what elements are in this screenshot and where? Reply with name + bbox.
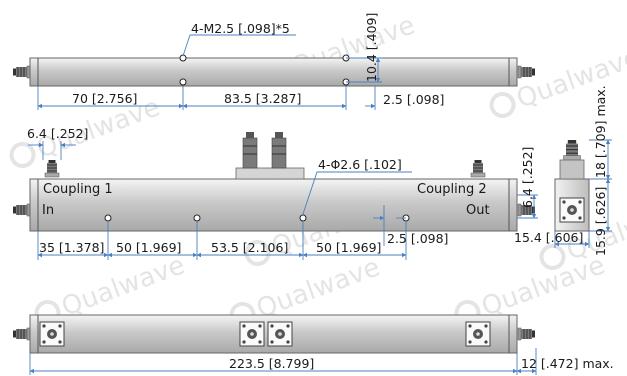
top-view-body xyxy=(29,57,518,87)
dim-15-9: 15.9 [.626] xyxy=(593,187,608,256)
label-out: Out xyxy=(466,203,490,218)
label-in: In xyxy=(42,203,54,218)
front-view-body xyxy=(29,178,518,232)
dim-12: 12 [.472] max. xyxy=(521,356,614,371)
top-hole-callout: 4-M2.5 [.098]*5 xyxy=(191,21,290,36)
through-hole xyxy=(299,214,307,222)
load-connectors xyxy=(235,132,305,180)
front-hole-callout: 4-Φ2.6 [.102] xyxy=(318,157,402,172)
bottom-flange-coupling1 xyxy=(39,321,65,347)
dim-223-5: 223.5 [8.799] xyxy=(229,356,314,371)
watermark-text: Qualwave xyxy=(513,42,627,114)
dim-35: 35 [1.378] xyxy=(39,240,104,255)
bottom-view: 223.5 [8.799] 12 [.472] max. xyxy=(12,314,614,375)
sma-connector-in xyxy=(12,203,31,217)
bottom-flange-coupling2 xyxy=(465,321,491,347)
dim-53-5: 53.5 [2.106] xyxy=(211,240,288,255)
label-coupling-2: Coupling 2 xyxy=(417,182,487,197)
dim-70: 70 [2.756] xyxy=(72,91,137,106)
sma-connector-left xyxy=(12,65,31,79)
dim-2-5-front: 2.5 [.098] xyxy=(387,231,448,246)
front-view: Coupling 1 Coupling 2 In Out 4-Φ2.6 [.10… xyxy=(12,126,538,260)
bottom-flange-load-a xyxy=(239,321,265,347)
through-hole xyxy=(193,214,201,222)
sma-connector-bottom-left xyxy=(12,327,31,341)
side-view: 18 [.709] max. 15.9 [.626] 15.4 [.606] xyxy=(514,85,612,256)
sma-connector-coupling2 xyxy=(470,159,486,178)
top-view: 4-M2.5 [.098]*5 70 [2.756] 83.5 [3.287] … xyxy=(12,13,536,110)
through-hole xyxy=(104,214,112,222)
mounting-hole xyxy=(179,78,187,86)
dim-18: 18 [.709] max. xyxy=(593,85,608,178)
sma-connector-side xyxy=(562,139,582,161)
dim-10-4: 10.4 [.409] xyxy=(364,13,379,82)
dim-50-b: 50 [1.969] xyxy=(316,240,381,255)
dim-2-5-top: 2.5 [.098] xyxy=(383,92,444,107)
dim-15-4: 15.4 [.606] xyxy=(514,230,583,245)
dim-6-4-top: 6.4 [.252] xyxy=(27,126,88,141)
dim-6-4-vert: 6.4 [.252] xyxy=(520,147,535,208)
dim-83-5: 83.5 [3.287] xyxy=(224,91,301,106)
watermark-text: Qualwave xyxy=(58,250,189,322)
bottom-flange-load-b xyxy=(267,321,293,347)
label-coupling-1: Coupling 1 xyxy=(43,182,113,197)
side-flange xyxy=(559,197,585,223)
dim-50-a: 50 [1.969] xyxy=(116,240,181,255)
watermark-text: Qualwave xyxy=(253,252,384,324)
sma-connector-right xyxy=(517,65,536,79)
sma-connector-bottom-right xyxy=(517,327,536,341)
